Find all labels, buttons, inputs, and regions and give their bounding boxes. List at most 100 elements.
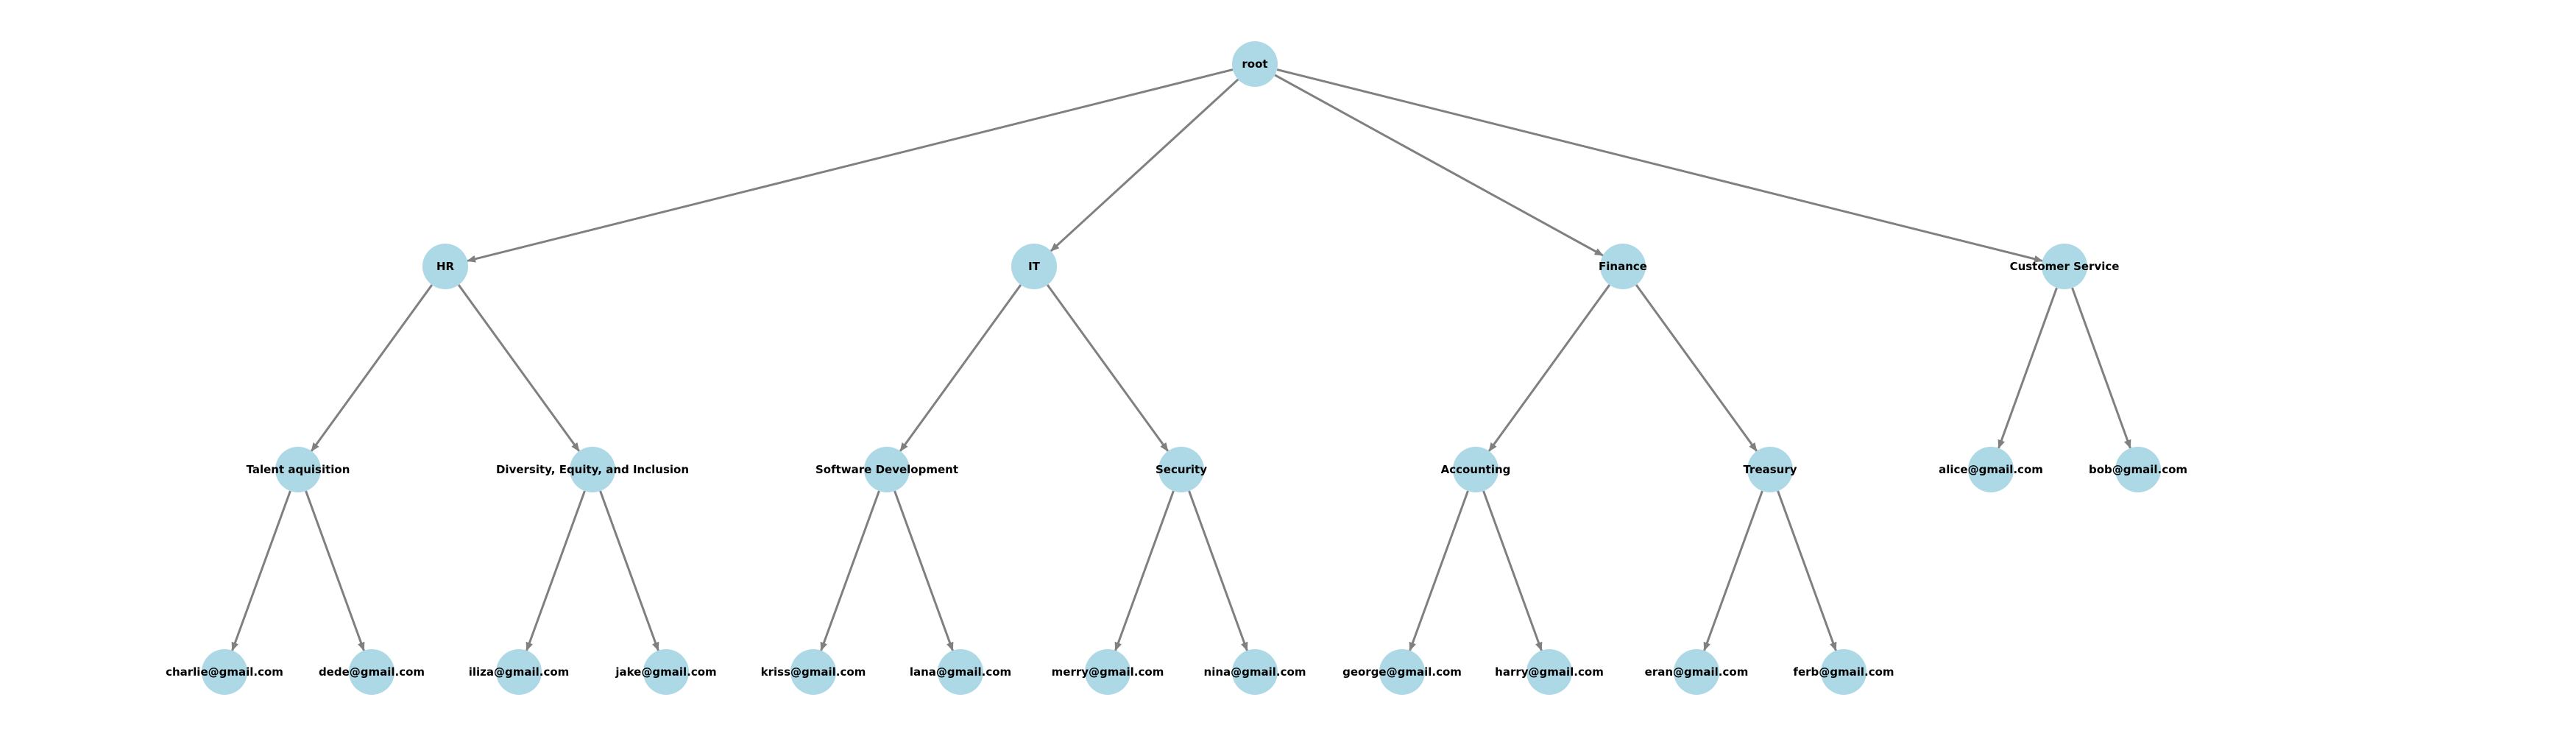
edge-finance-to-treasury bbox=[1635, 284, 1758, 452]
node-label: alice@gmail.com bbox=[1939, 463, 2043, 476]
edge-hr-to-diversity-equity-and-inclusion bbox=[457, 284, 581, 452]
node-circle bbox=[938, 649, 983, 695]
edge-finance-to-accounting bbox=[1487, 284, 1611, 452]
node-circle bbox=[349, 649, 394, 695]
tree-node-george-gmail-com: george@gmail.com bbox=[1342, 649, 1462, 695]
edges-layer bbox=[231, 68, 2131, 651]
node-circle bbox=[1747, 447, 1793, 492]
edge-root-to-hr bbox=[467, 68, 1234, 263]
edge-software-development-to-lana-gmail-com bbox=[894, 490, 954, 651]
node-label: eran@gmail.com bbox=[1645, 665, 1749, 679]
node-label: dede@gmail.com bbox=[319, 665, 425, 679]
edge-diversity-equity-and-inclusion-to-iliza-gmail-com bbox=[526, 490, 586, 651]
tree-node-jake-gmail-com: jake@gmail.com bbox=[615, 649, 717, 695]
node-circle bbox=[790, 649, 836, 695]
edge-customer-service-to-alice-gmail-com bbox=[1998, 287, 2058, 449]
node-label: ferb@gmail.com bbox=[1793, 665, 1894, 679]
node-label: Treasury bbox=[1743, 463, 1797, 476]
edge-treasury-to-ferb-gmail-com bbox=[1777, 490, 1837, 651]
node-circle bbox=[643, 649, 689, 695]
tree-node-bob-gmail-com: bob@gmail.com bbox=[2089, 447, 2187, 492]
node-label: nina@gmail.com bbox=[1204, 665, 1306, 679]
node-circle bbox=[1600, 244, 1646, 289]
node-circle bbox=[1379, 649, 1425, 695]
tree-node-it: IT bbox=[1011, 244, 1057, 289]
node-circle bbox=[1085, 649, 1130, 695]
tree-node-harry-gmail-com: harry@gmail.com bbox=[1495, 649, 1604, 695]
node-circle bbox=[202, 649, 247, 695]
node-circle bbox=[2042, 244, 2087, 289]
tree-node-talent-aquisition: Talent aquisition bbox=[247, 447, 350, 492]
edge-talent-aquisition-to-charlie-gmail-com bbox=[231, 490, 291, 651]
node-label: Finance bbox=[1599, 260, 1647, 273]
edge-security-to-merry-gmail-com bbox=[1114, 490, 1175, 651]
edge-it-to-security bbox=[1046, 284, 1170, 452]
edge-accounting-to-harry-gmail-com bbox=[1482, 490, 1543, 651]
node-label: Accounting bbox=[1441, 463, 1511, 476]
node-label: iliza@gmail.com bbox=[469, 665, 570, 679]
edge-software-development-to-kriss-gmail-com bbox=[820, 490, 880, 651]
tree-node-eran-gmail-com: eran@gmail.com bbox=[1645, 649, 1749, 695]
node-label: Talent aquisition bbox=[247, 463, 350, 476]
node-label: IT bbox=[1028, 260, 1041, 273]
tree-node-lana-gmail-com: lana@gmail.com bbox=[910, 649, 1011, 695]
edge-diversity-equity-and-inclusion-to-jake-gmail-com bbox=[599, 490, 659, 651]
node-label: charlie@gmail.com bbox=[166, 665, 283, 679]
tree-node-customer-service: Customer Service bbox=[2010, 244, 2120, 289]
node-label: Software Development bbox=[815, 463, 958, 476]
node-circle bbox=[275, 447, 321, 492]
tree-node-nina-gmail-com: nina@gmail.com bbox=[1204, 649, 1306, 695]
tree-node-software-development: Software Development bbox=[815, 447, 958, 492]
edge-root-to-customer-service bbox=[1276, 68, 2043, 263]
node-label: kriss@gmail.com bbox=[761, 665, 866, 679]
node-label: harry@gmail.com bbox=[1495, 665, 1604, 679]
tree-node-accounting: Accounting bbox=[1441, 447, 1511, 492]
edge-root-to-it bbox=[1050, 78, 1239, 252]
tree-node-security: Security bbox=[1156, 447, 1207, 492]
tree-node-root: root bbox=[1232, 41, 1278, 87]
node-circle bbox=[864, 447, 910, 492]
edge-customer-service-to-bob-gmail-com bbox=[2071, 287, 2131, 449]
node-circle bbox=[1526, 649, 1572, 695]
node-circle bbox=[422, 244, 468, 289]
node-circle bbox=[1232, 41, 1278, 87]
tree-node-ferb-gmail-com: ferb@gmail.com bbox=[1793, 649, 1894, 695]
tree-node-hr: HR bbox=[422, 244, 468, 289]
tree-node-kriss-gmail-com: kriss@gmail.com bbox=[761, 649, 866, 695]
node-circle bbox=[1821, 649, 1866, 695]
tree-node-charlie-gmail-com: charlie@gmail.com bbox=[166, 649, 283, 695]
tree-node-iliza-gmail-com: iliza@gmail.com bbox=[469, 649, 570, 695]
node-circle bbox=[1232, 649, 1278, 695]
node-label: Customer Service bbox=[2010, 260, 2120, 273]
edge-security-to-nina-gmail-com bbox=[1188, 490, 1248, 651]
tree-node-treasury: Treasury bbox=[1743, 447, 1797, 492]
node-label: merry@gmail.com bbox=[1052, 665, 1164, 679]
edge-accounting-to-george-gmail-com bbox=[1409, 490, 1469, 651]
edge-talent-aquisition-to-dede-gmail-com bbox=[305, 490, 365, 651]
node-circle bbox=[496, 649, 542, 695]
edge-root-to-finance bbox=[1274, 74, 1604, 257]
node-label: jake@gmail.com bbox=[615, 665, 716, 679]
tree-node-diversity-equity-and-inclusion: Diversity, Equity, and Inclusion bbox=[496, 447, 689, 492]
tree-node-dede-gmail-com: dede@gmail.com bbox=[319, 649, 425, 695]
node-circle bbox=[1453, 447, 1498, 492]
node-circle bbox=[1968, 447, 2014, 492]
node-circle bbox=[1011, 244, 1057, 289]
tree-node-merry-gmail-com: merry@gmail.com bbox=[1052, 649, 1164, 695]
node-circle bbox=[2115, 447, 2161, 492]
node-label: lana@gmail.com bbox=[910, 665, 1011, 679]
node-circle bbox=[1158, 447, 1204, 492]
edge-treasury-to-eran-gmail-com bbox=[1703, 490, 1763, 651]
node-label: root bbox=[1242, 57, 1267, 71]
edge-it-to-software-development bbox=[899, 284, 1022, 452]
node-label: bob@gmail.com bbox=[2089, 463, 2187, 476]
node-circle bbox=[570, 447, 615, 492]
node-label: Diversity, Equity, and Inclusion bbox=[496, 463, 689, 476]
node-label: george@gmail.com bbox=[1342, 665, 1462, 679]
node-label: Security bbox=[1156, 463, 1207, 476]
tree-node-alice-gmail-com: alice@gmail.com bbox=[1939, 447, 2043, 492]
tree-node-finance: Finance bbox=[1599, 244, 1647, 289]
node-label: HR bbox=[436, 260, 455, 273]
